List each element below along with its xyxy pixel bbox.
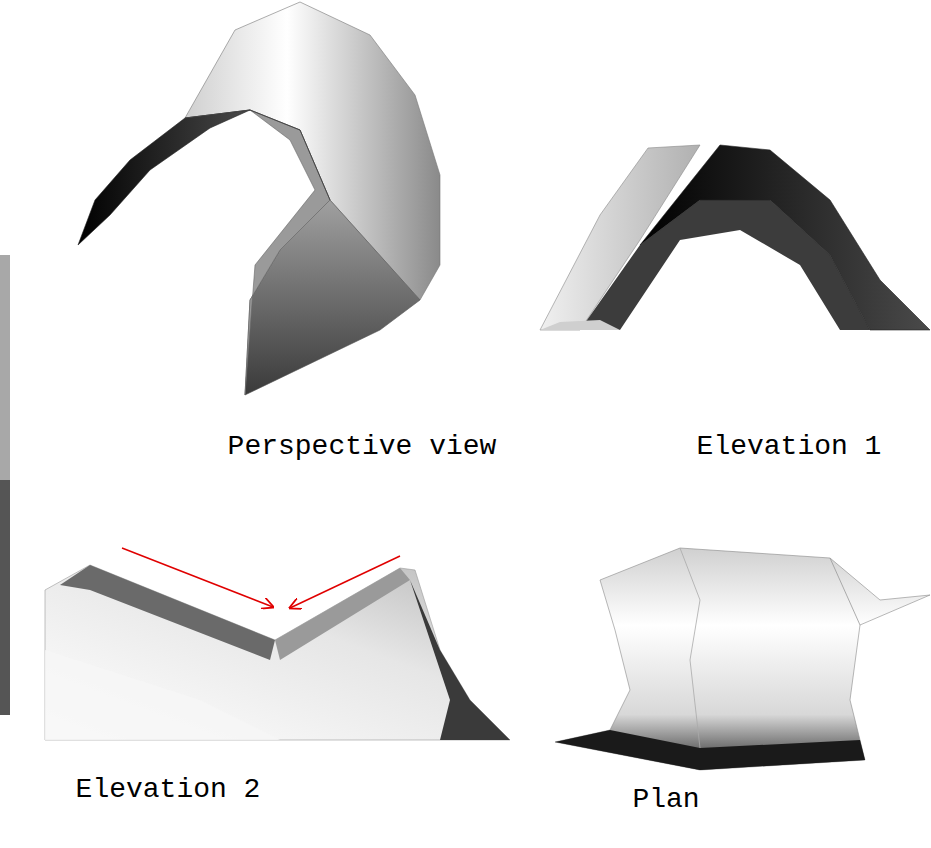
elevation-1-shell — [540, 145, 930, 330]
plan-shell — [555, 548, 930, 770]
red-arrow — [290, 556, 400, 608]
edge-bar — [0, 480, 10, 715]
edge-bar — [0, 255, 10, 480]
view-label: Perspective view — [228, 430, 497, 464]
perspective-shell — [78, 2, 440, 395]
red-arrow — [122, 548, 273, 607]
view-label: Elevation 2 — [76, 773, 261, 807]
view-label: Plan — [632, 783, 699, 817]
elevation-2-shell — [45, 548, 510, 740]
view-label: Elevation 1 — [697, 430, 882, 464]
